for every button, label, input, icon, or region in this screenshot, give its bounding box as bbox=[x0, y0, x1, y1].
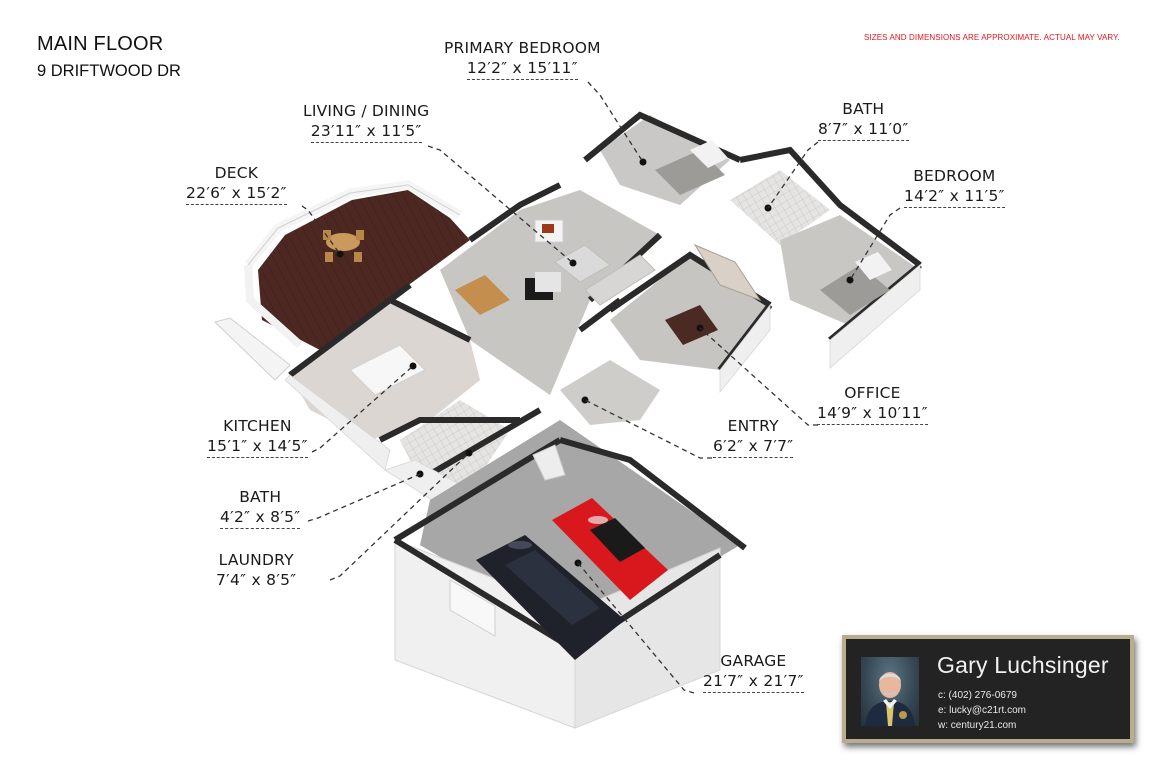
room-dimensions: 23′11″ x 11′5″ bbox=[310, 122, 422, 143]
room-label-entry: ENTRY 6′2″ x 7′7″ bbox=[713, 417, 794, 458]
floor-header: MAIN FLOOR 9 DRIFTWOOD DR bbox=[37, 33, 181, 81]
room-label-office: OFFICE 14′9″ x 10′11″ bbox=[817, 384, 928, 425]
room-label-garage: GARAGE 21′7″ x 21′7″ bbox=[703, 652, 804, 693]
room-name: KITCHEN bbox=[223, 417, 292, 435]
room-dimensions: 8′7″ x 11′0″ bbox=[818, 120, 909, 141]
room-label-bedroom: BEDROOM 14′2″ x 11′5″ bbox=[904, 167, 1005, 208]
agent-email[interactable]: e: lucky@c21rt.com bbox=[938, 705, 1026, 716]
room-dimensions: 21′7″ x 21′7″ bbox=[703, 672, 804, 693]
property-address: 9 DRIFTWOOD DR bbox=[37, 62, 181, 80]
room-label-kitchen: KITCHEN 15′1″ x 14′5″ bbox=[207, 417, 308, 458]
room-label-deck: DECK 22′6″ x 15′2″ bbox=[186, 164, 287, 205]
room-dimensions: 14′9″ x 10′11″ bbox=[817, 404, 928, 425]
red-car-illustration bbox=[552, 498, 668, 600]
agent-name: Gary Luchsinger bbox=[937, 652, 1109, 678]
black-suv-illustration bbox=[476, 535, 625, 660]
room-name: LIVING / DINING bbox=[303, 102, 430, 120]
room-dimensions: 4′2″ x 8′5″ bbox=[220, 508, 301, 529]
deck-area bbox=[214, 180, 470, 381]
room-name: LAUNDRY bbox=[218, 551, 294, 569]
room-dimensions: 7′4″ x 8′5″ bbox=[216, 571, 297, 589]
room-name: BATH bbox=[239, 488, 282, 506]
furniture bbox=[349, 140, 892, 478]
room-dimensions: 14′2″ x 11′5″ bbox=[904, 187, 1005, 208]
room-name: PRIMARY BEDROOM bbox=[444, 39, 601, 57]
dimensions-disclaimer: Sizes and dimensions are approximate. Ac… bbox=[864, 33, 1120, 42]
agent-portrait-icon bbox=[865, 672, 915, 726]
agent-photo bbox=[861, 657, 919, 726]
room-dimensions: 22′6″ x 15′2″ bbox=[186, 184, 287, 205]
room-name: DECK bbox=[214, 164, 259, 182]
room-name: ENTRY bbox=[727, 417, 779, 435]
room-dimensions: 15′1″ x 14′5″ bbox=[207, 437, 308, 458]
room-label-bath-lower: BATH 4′2″ x 8′5″ bbox=[220, 488, 301, 529]
room-label-laundry: LAUNDRY 7′4″ x 8′5″ bbox=[216, 551, 296, 591]
room-label-primary-bedroom: PRIMARY BEDROOM 12′2″ x 15′11″ bbox=[444, 39, 601, 80]
room-name: OFFICE bbox=[844, 384, 901, 402]
room-dimensions: 6′2″ x 7′7″ bbox=[713, 437, 794, 458]
agent-contact-card: Gary Luchsinger c: (402) 276-0679 e: luc… bbox=[842, 635, 1134, 743]
room-name: BEDROOM bbox=[913, 167, 996, 185]
room-label-bath-upper: BATH 8′7″ x 11′0″ bbox=[818, 100, 909, 141]
garage bbox=[393, 420, 747, 729]
room-name: BATH bbox=[842, 100, 885, 118]
floor-title: MAIN FLOOR bbox=[37, 33, 164, 55]
agent-website[interactable]: w: century21.com bbox=[938, 720, 1017, 731]
agent-phone[interactable]: c: (402) 276-0679 bbox=[938, 690, 1017, 701]
room-dimensions: 12′2″ x 15′11″ bbox=[466, 59, 578, 80]
room-label-living-dining: LIVING / DINING 23′11″ x 11′5″ bbox=[303, 102, 429, 143]
room-name: GARAGE bbox=[720, 652, 787, 670]
leader-lines bbox=[301, 81, 901, 694]
